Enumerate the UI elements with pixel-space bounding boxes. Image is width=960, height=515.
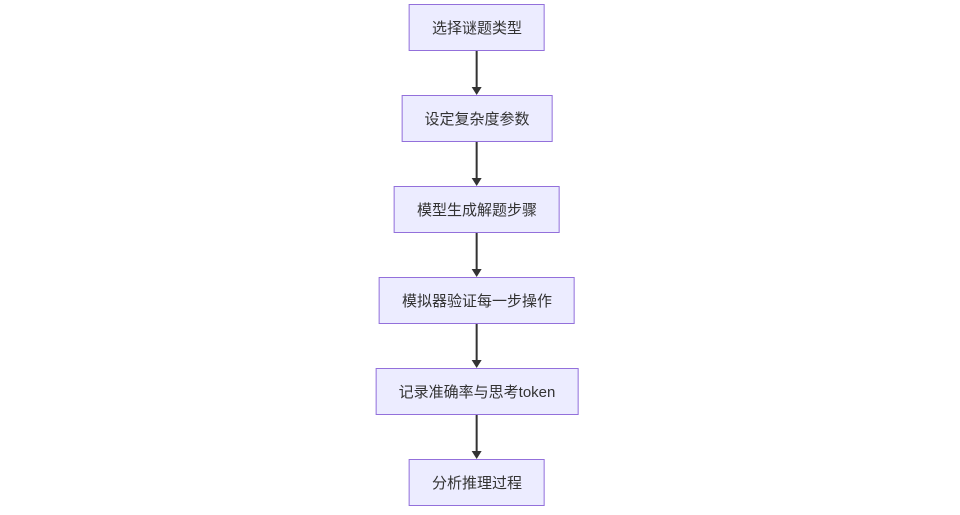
flow-node-analyze-reasoning: 分析推理过程: [408, 459, 546, 506]
flow-node-model-generates-steps: 模型生成解题步骤: [393, 186, 561, 233]
flow-node-label: 模拟器验证每一步操作: [401, 293, 553, 310]
flow-node-set-complexity-params: 设定复杂度参数: [401, 95, 553, 142]
flow-node-label: 选择谜题类型: [431, 20, 523, 37]
arrow-line: [475, 51, 478, 88]
arrow-line: [475, 324, 478, 361]
flowchart-column: 选择谜题类型 设定复杂度参数 模型生成解题步骤 模拟器验证每一步操作: [375, 4, 579, 506]
flow-edge-5-6: [471, 415, 482, 459]
flow-edge-1-2: [471, 51, 482, 95]
arrow-down-icon: [471, 178, 482, 186]
flow-edge-4-5: [471, 324, 482, 368]
arrow-line: [475, 233, 478, 270]
arrow-line: [475, 415, 478, 452]
flow-node-label: 设定复杂度参数: [424, 111, 530, 128]
arrow-down-icon: [471, 269, 482, 277]
flow-edge-2-3: [471, 142, 482, 186]
flow-node-label: 记录准确率与思考token: [398, 384, 556, 401]
arrow-down-icon: [471, 360, 482, 368]
arrow-line: [475, 142, 478, 179]
flow-node-select-puzzle-type: 选择谜题类型: [408, 4, 546, 51]
flow-node-record-accuracy-tokens: 记录准确率与思考token: [375, 368, 579, 415]
flow-node-simulator-verifies-steps: 模拟器验证每一步操作: [378, 277, 576, 324]
arrow-down-icon: [471, 87, 482, 95]
flow-edge-3-4: [471, 233, 482, 277]
flow-node-label: 分析推理过程: [431, 475, 523, 492]
arrow-down-icon: [471, 451, 482, 459]
flow-node-label: 模型生成解题步骤: [416, 202, 538, 219]
